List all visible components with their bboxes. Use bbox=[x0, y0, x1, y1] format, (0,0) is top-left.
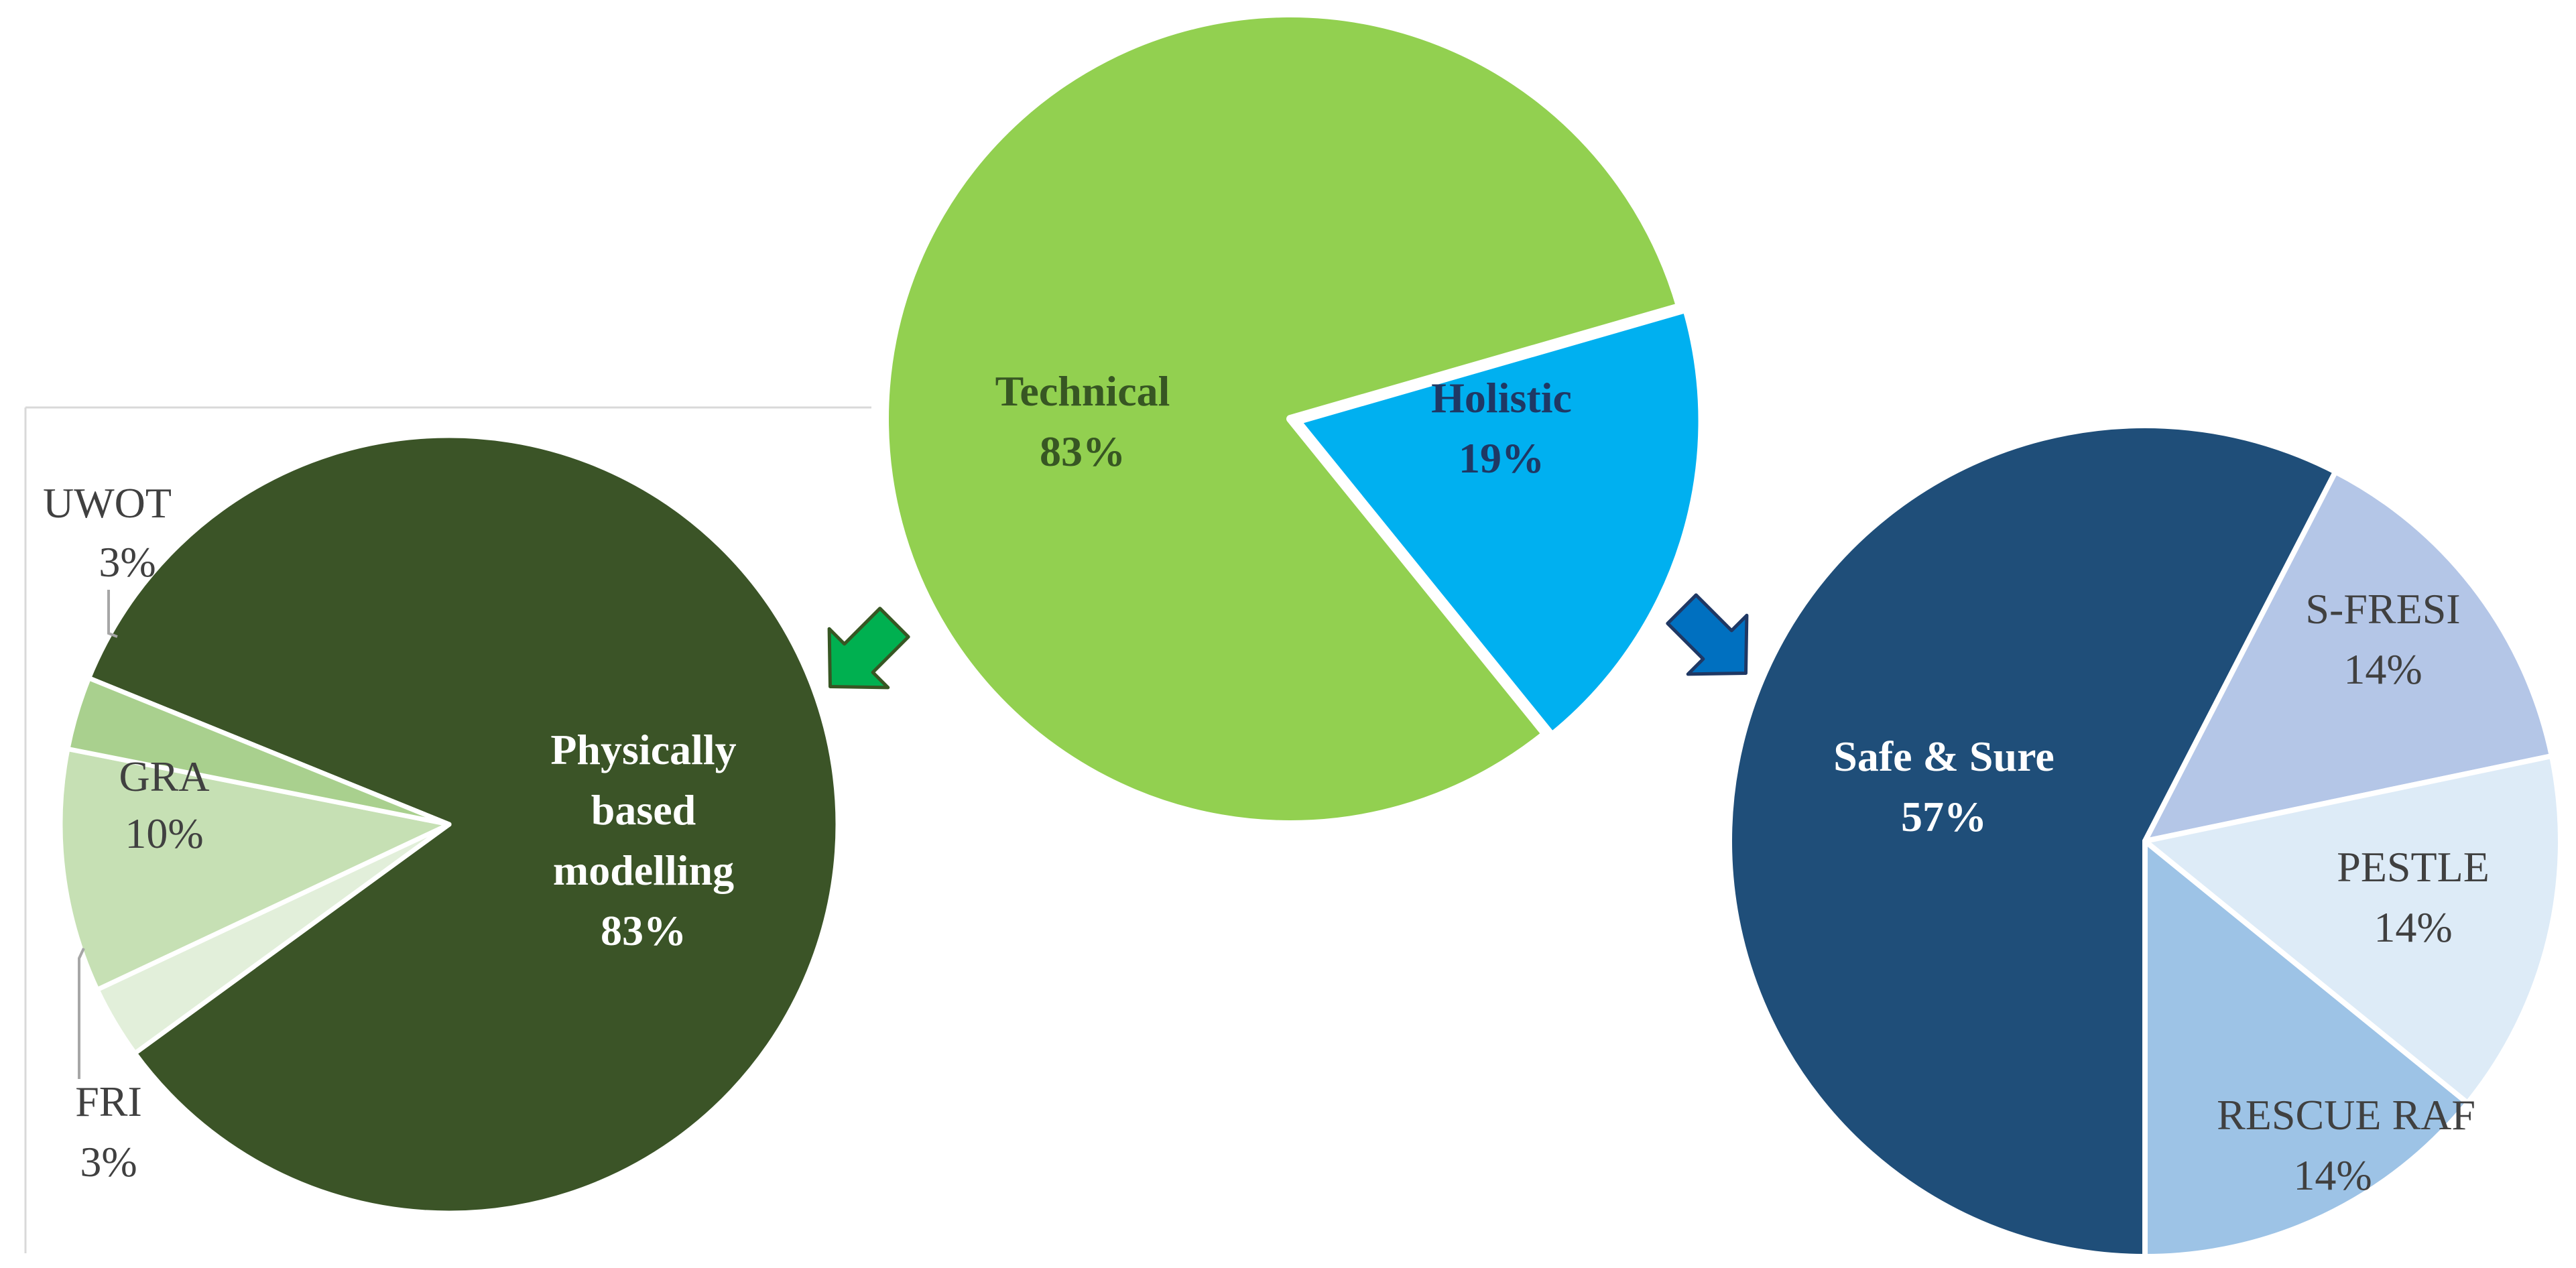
label-fri: FRI bbox=[75, 1078, 142, 1125]
technical-pie: Physically based modelling 83% GRA 10% U… bbox=[43, 433, 841, 1216]
value-rescue-raf: 14% bbox=[2293, 1151, 2372, 1199]
slice-safe-and-sure[interactable] bbox=[1727, 423, 2339, 1259]
leader-line-fri bbox=[78, 948, 85, 1079]
slice-pestle[interactable] bbox=[2142, 753, 2563, 1106]
value-physically-based-modelling: 83% bbox=[601, 907, 686, 954]
leader-line-uwot bbox=[107, 590, 118, 638]
label-physically-line-1: Physically bbox=[550, 726, 736, 773]
slice-s-fresi[interactable] bbox=[2142, 468, 2555, 844]
arrow-down-right-icon bbox=[1666, 593, 1749, 676]
slice-physically-based-modelling[interactable] bbox=[86, 433, 841, 1216]
value-fri: 3% bbox=[80, 1138, 137, 1186]
label-physically-line-3: modelling bbox=[553, 846, 734, 894]
holistic-pie: Safe & Sure 57% S-FRESI 14% PESTLE 14% R… bbox=[1727, 423, 2563, 1259]
slice-rescue-raf[interactable] bbox=[2142, 838, 2471, 1259]
value-holistic: 19% bbox=[1459, 434, 1544, 482]
overview-pie: Technical 83% Holistic 19% bbox=[881, 9, 1707, 828]
value-pestle: 14% bbox=[2374, 903, 2452, 951]
label-rescue-raf: RESCUE RAF bbox=[2217, 1091, 2475, 1139]
slice-gra[interactable] bbox=[58, 746, 452, 993]
value-gra: 10% bbox=[125, 810, 203, 857]
label-physically-line-2: based bbox=[591, 786, 696, 834]
slice-uwot[interactable] bbox=[65, 676, 452, 827]
arrow-to-holistic bbox=[1666, 593, 1749, 676]
value-uwot: 3% bbox=[99, 538, 156, 586]
slice-holistic[interactable] bbox=[1292, 304, 1707, 741]
label-safe-and-sure: Safe & Sure bbox=[1833, 733, 2054, 780]
label-technical: Technical bbox=[995, 367, 1170, 415]
arrow-down-left-icon bbox=[827, 607, 910, 690]
slice-technical[interactable] bbox=[881, 9, 1684, 828]
value-technical: 83% bbox=[1040, 428, 1125, 475]
label-gra: GRA bbox=[119, 753, 209, 800]
label-holistic: Holistic bbox=[1431, 374, 1572, 422]
label-s-fresi: S-FRESI bbox=[2305, 585, 2460, 633]
label-pestle: PESTLE bbox=[2337, 843, 2490, 891]
label-uwot: UWOT bbox=[43, 479, 172, 527]
value-s-fresi: 14% bbox=[2343, 645, 2422, 693]
value-safe-and-sure: 57% bbox=[1901, 793, 1987, 840]
arrow-to-technical bbox=[827, 607, 910, 690]
